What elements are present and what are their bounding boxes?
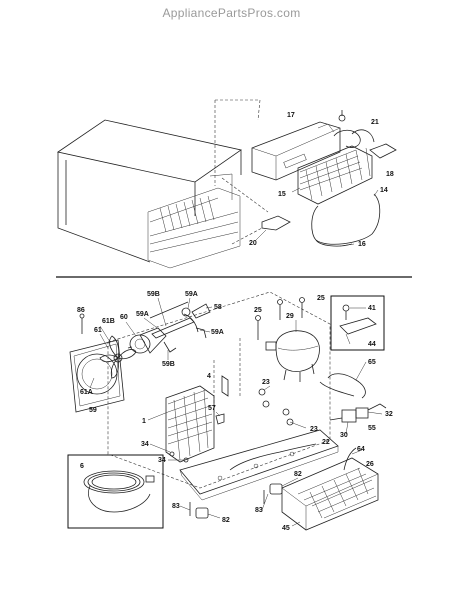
base-plate <box>179 429 339 501</box>
grommet-58 <box>191 303 211 319</box>
part-label-23b: 23 <box>310 426 318 433</box>
part-label-44: 44 <box>368 341 376 348</box>
part-label-20: 20 <box>249 240 257 247</box>
evaporator-coil <box>297 145 373 205</box>
screw-57 <box>215 413 225 425</box>
part-label-25a: 25 <box>254 307 262 314</box>
part-label-57: 57 <box>208 405 216 412</box>
bracket-4 <box>221 375 229 397</box>
part-label-58: 58 <box>214 304 222 311</box>
clip-and-tubing <box>333 110 375 148</box>
part-label-18: 18 <box>386 171 394 178</box>
defrost-heater <box>311 193 381 245</box>
feet <box>189 483 283 519</box>
drain-pan <box>281 457 379 531</box>
part-label-59A-mid: 59A <box>136 311 149 318</box>
part-label-59B-top: 59B <box>147 291 160 298</box>
motor-bracket <box>149 301 199 339</box>
part-label-34b: 34 <box>158 457 166 464</box>
drain-pad <box>261 215 291 231</box>
part-label-45: 45 <box>282 525 290 532</box>
part-label-59: 59 <box>89 407 97 414</box>
part-label-83b: 83 <box>255 507 263 514</box>
clip-59b <box>163 341 177 353</box>
part-label-61A: 61A <box>80 389 93 396</box>
part-label-61: 61 <box>94 327 102 334</box>
condenser <box>165 385 215 463</box>
part-label-15: 15 <box>278 191 286 198</box>
part-label-6: 6 <box>80 463 84 470</box>
part-label-82b: 82 <box>222 517 230 524</box>
tube-65 <box>327 373 366 399</box>
part-label-86: 86 <box>77 307 85 314</box>
drain-tube <box>343 447 357 471</box>
part-label-29: 29 <box>286 313 294 320</box>
insulation-pad <box>369 143 397 159</box>
screws-25 <box>255 297 305 340</box>
fan-motor <box>127 327 167 354</box>
part-label-25b: 25 <box>317 295 325 302</box>
part-label-26: 26 <box>366 461 374 468</box>
part-label-64: 64 <box>357 446 365 453</box>
part-label-60: 60 <box>120 314 128 321</box>
site-watermark: AppliancePartsPros.com <box>162 6 301 20</box>
part-label-59A-top: 59A <box>185 291 198 298</box>
part-label-32: 32 <box>385 411 393 418</box>
part-label-41: 41 <box>368 305 376 312</box>
overload-relay <box>329 403 387 423</box>
compressor <box>265 330 320 382</box>
evaporator-cover <box>251 121 341 181</box>
part-label-4: 4 <box>207 373 211 380</box>
grommets-23 <box>258 388 294 426</box>
part-label-59B-low: 59B <box>162 361 175 368</box>
part-label-1: 1 <box>142 418 146 425</box>
cabinet-outline <box>57 119 242 269</box>
power-cord-inset <box>67 454 164 529</box>
part-label-65: 65 <box>368 359 376 366</box>
part-label-23a: 23 <box>262 379 270 386</box>
screw-86 <box>79 313 85 334</box>
part-label-22: 22 <box>322 439 330 446</box>
part-label-14: 14 <box>380 187 388 194</box>
part-label-82a: 82 <box>294 471 302 478</box>
part-label-34a: 34 <box>141 441 149 448</box>
part-label-16: 16 <box>358 241 366 248</box>
part-label-21: 21 <box>371 119 379 126</box>
part-label-61B: 61B <box>102 318 115 325</box>
part-label-30: 30 <box>340 432 348 439</box>
part-label-59A-right: 59A <box>211 329 224 336</box>
part-label-83a: 83 <box>172 503 180 510</box>
relay-inset <box>330 295 385 351</box>
part-label-55: 55 <box>368 425 376 432</box>
part-label-17: 17 <box>287 112 295 119</box>
